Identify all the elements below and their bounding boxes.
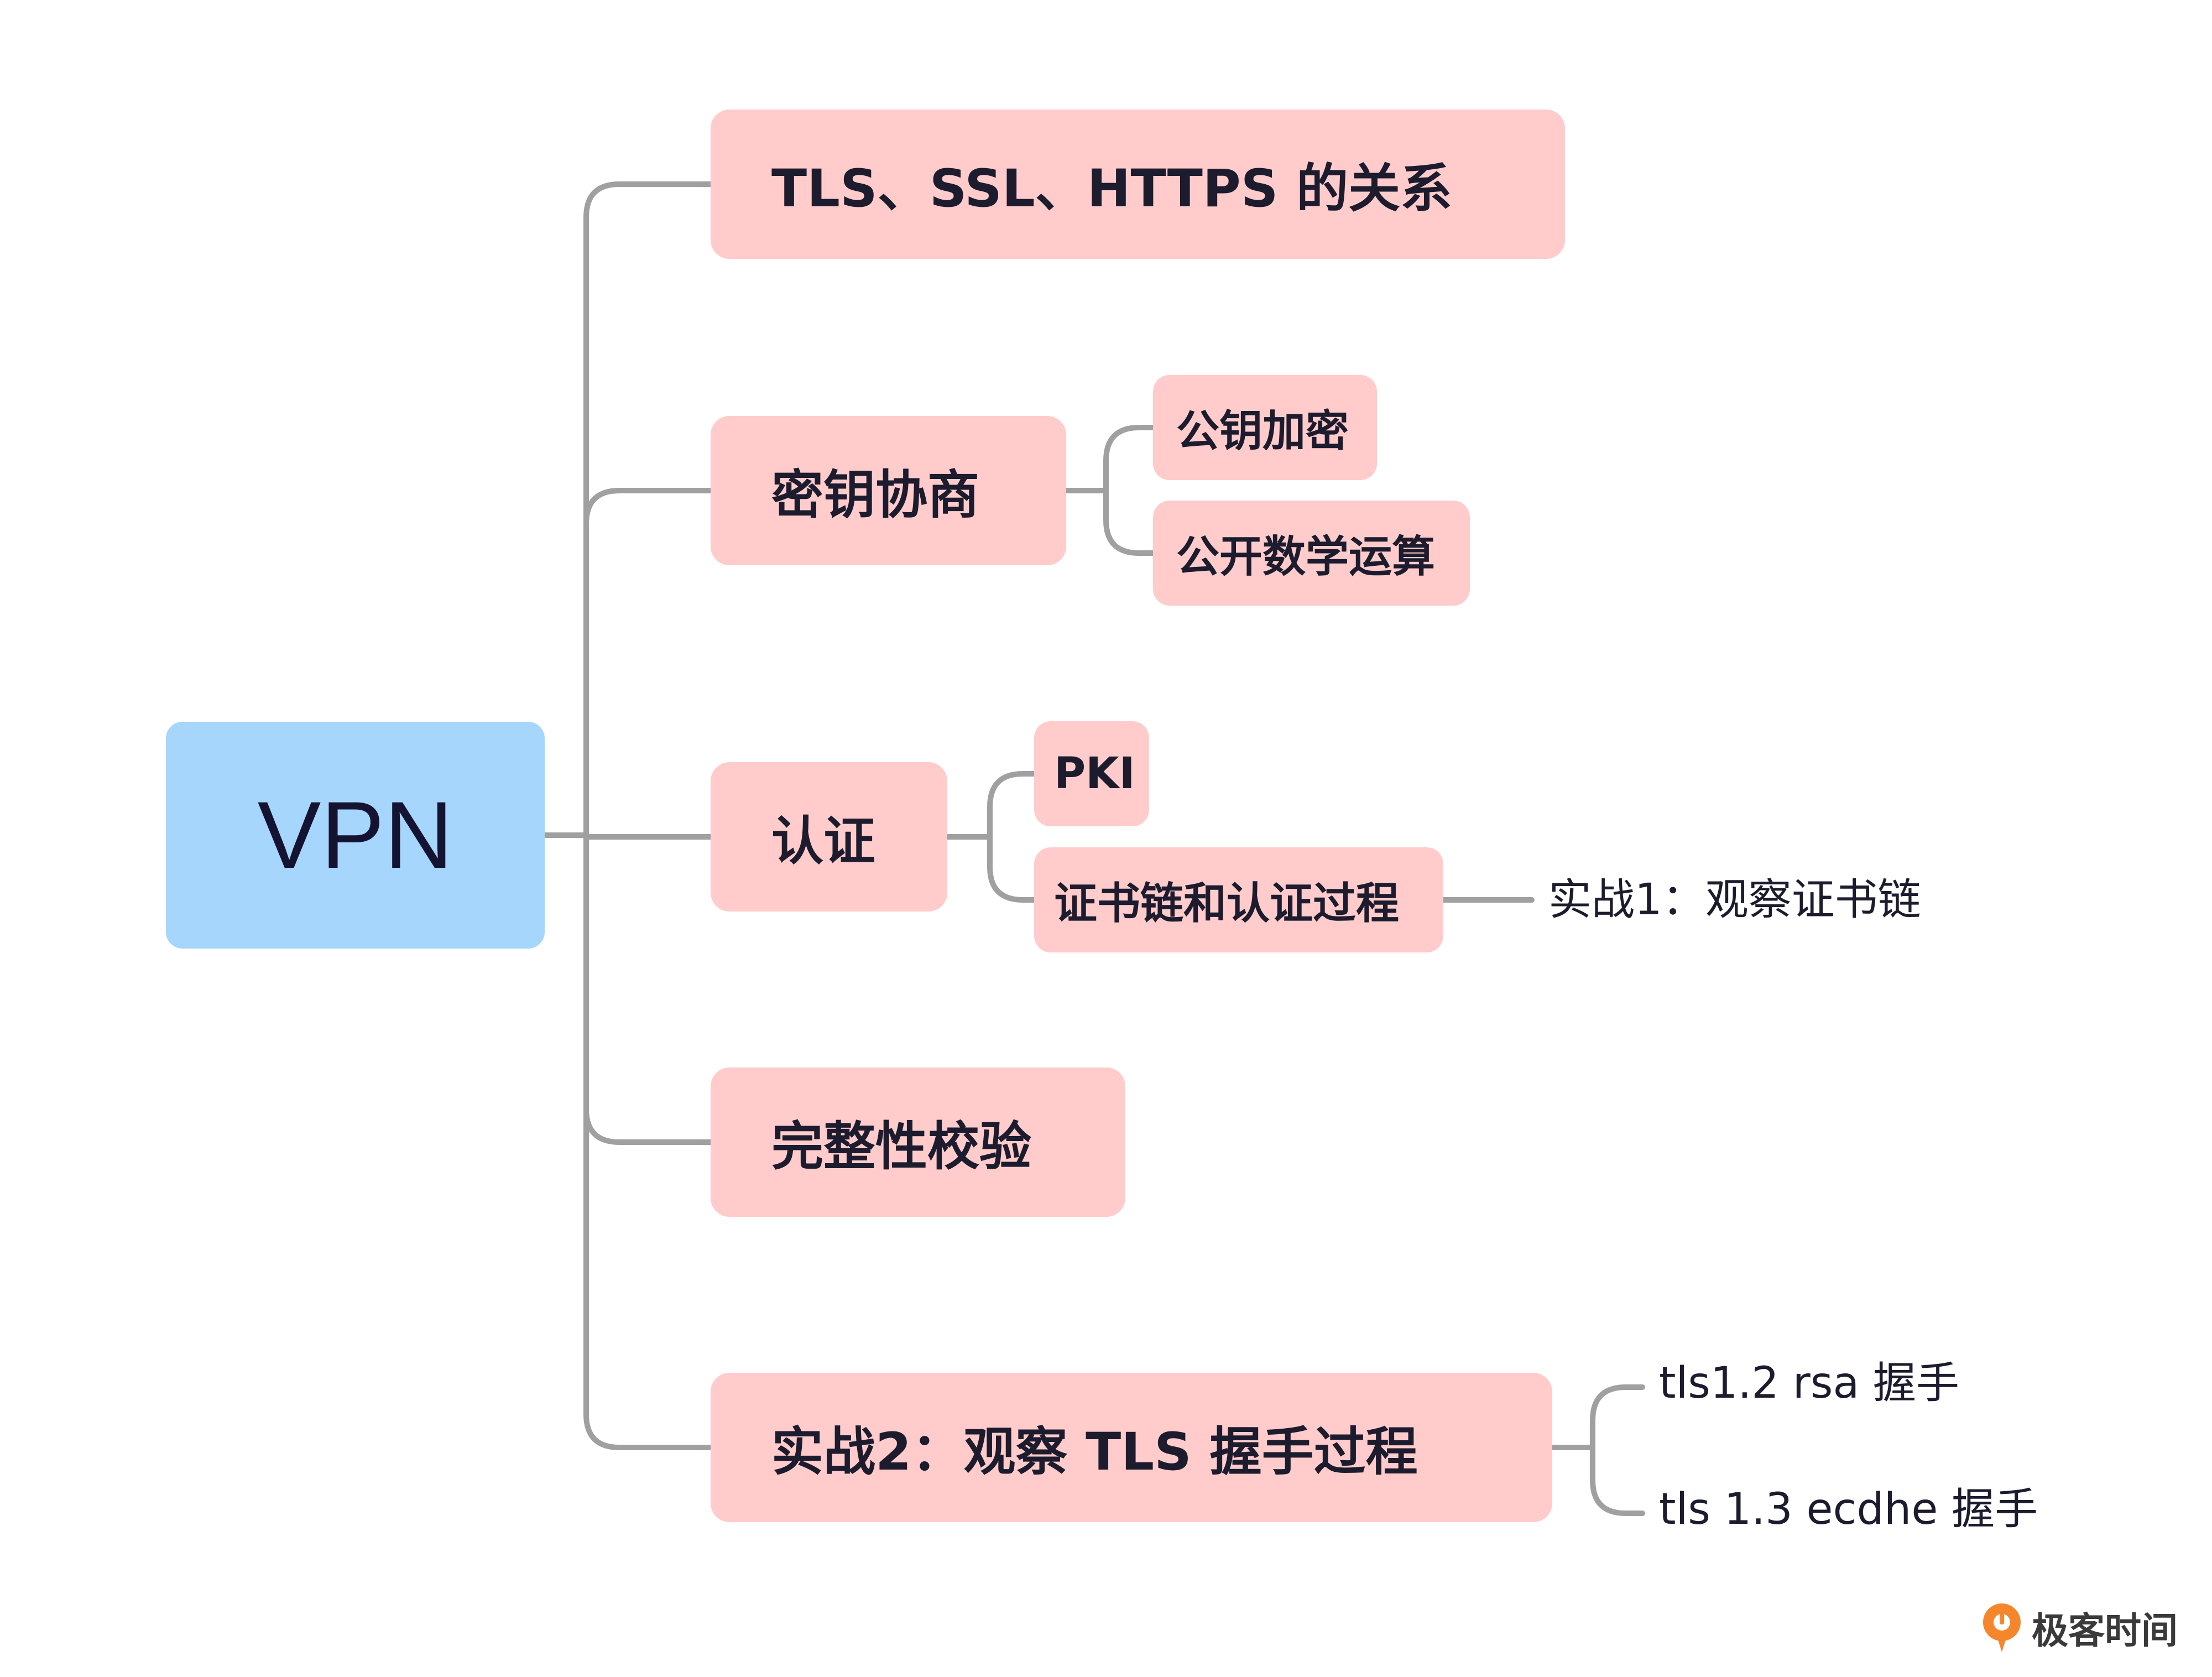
connector-prac2-children: [1550, 1384, 1645, 1516]
child-cert-chain: 证书链和认证过程: [1034, 847, 1443, 952]
connector-integ: [583, 1106, 713, 1145]
branch-key-negotiation: 密钥协商: [711, 416, 1066, 565]
connector-key-children: [1063, 425, 1156, 556]
geektime-logo-icon: [1983, 1603, 2021, 1652]
connector-trunk: [583, 181, 713, 1450]
child-public-math-operation: 公开数学运算: [1153, 501, 1470, 606]
geektime-logo: 极客时间: [1980, 1601, 2178, 1654]
root-node-vpn: VPN: [166, 722, 545, 949]
child-pki: PKI: [1034, 721, 1149, 826]
branch-integrity-check: 完整性校验: [711, 1067, 1125, 1217]
branch-authentication: 认证: [711, 762, 947, 912]
branch-practice-tls-handshake: 实战2：观察 TLS 握手过程: [711, 1373, 1552, 1522]
branch-tls-ssl-https: TLS、SSL、HTTPS 的关系: [711, 110, 1565, 259]
leaf-practice-cert-chain: 实战1：观察证书链: [1548, 875, 1921, 925]
leaf-tls13-ecdhe: tls 1.3 ecdhe 握手: [1659, 1485, 2038, 1534]
connector-auth-children: [945, 771, 1037, 903]
connector-key: [583, 488, 713, 527]
child-public-key-encryption: 公钥加密: [1153, 375, 1377, 480]
geektime-logo-text: 极客时间: [2032, 1610, 2178, 1652]
leaf-tls12-rsa: tls1.2 rsa 握手: [1659, 1358, 1960, 1408]
